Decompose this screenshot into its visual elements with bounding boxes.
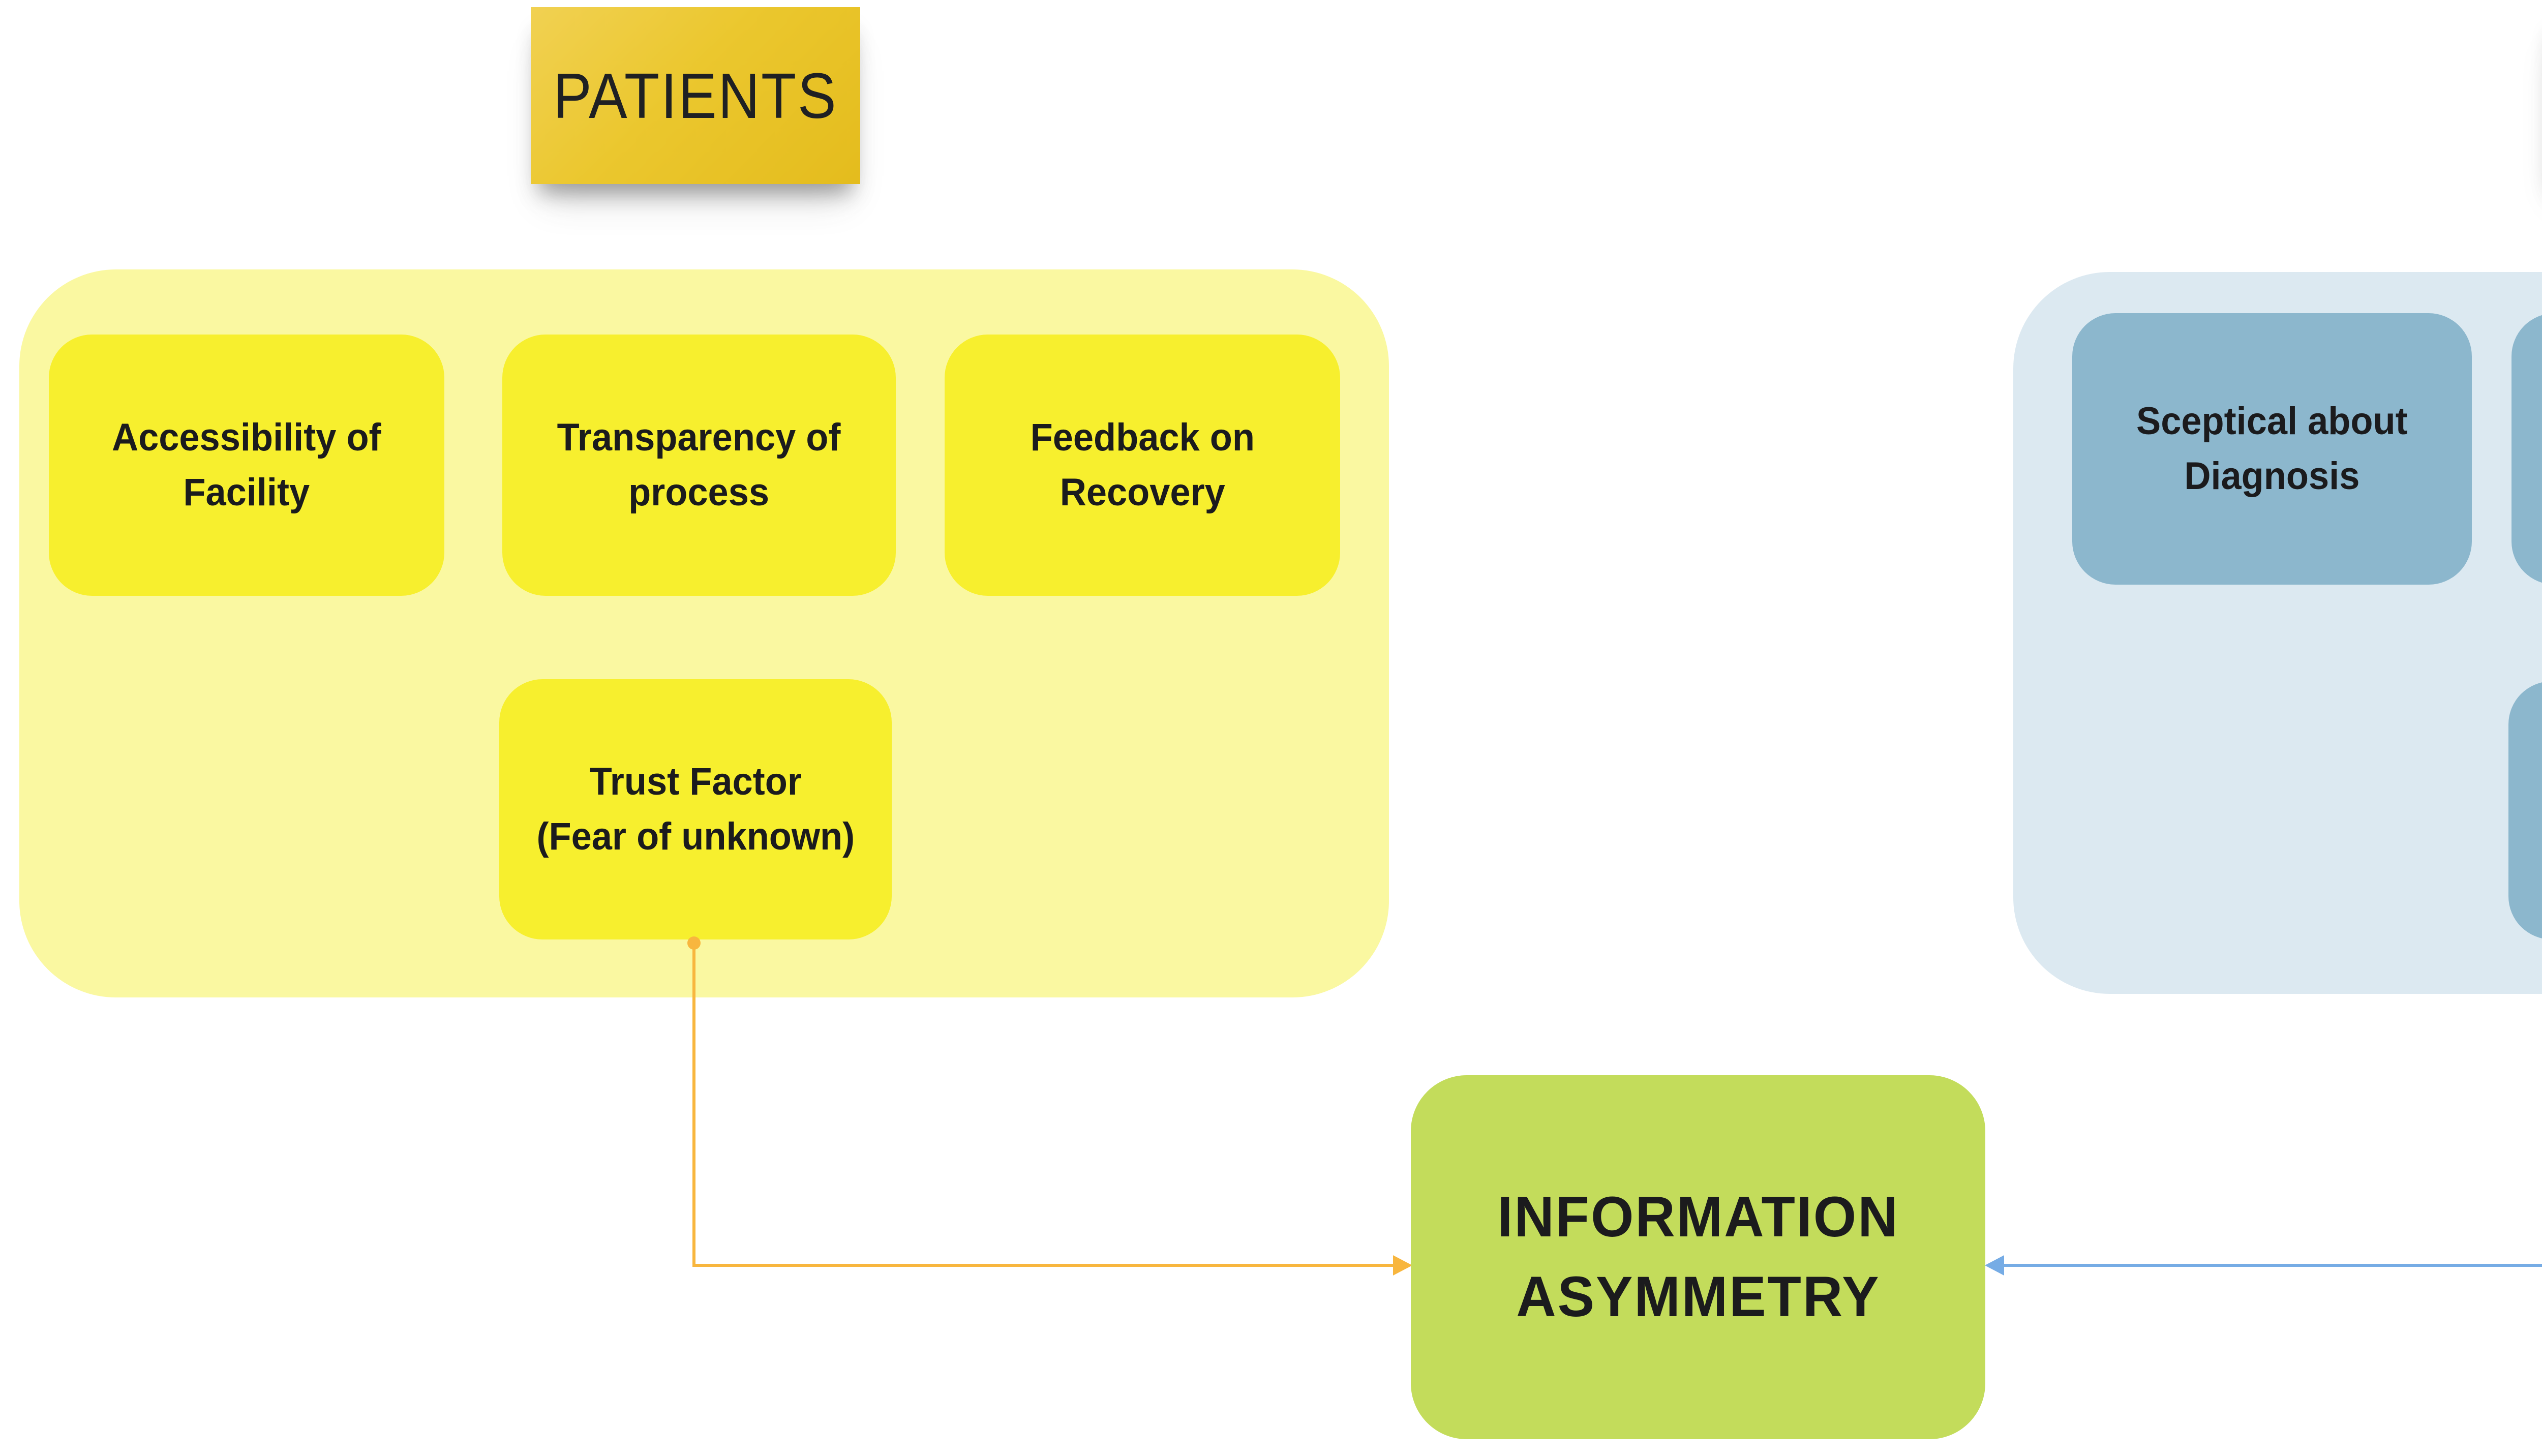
patients-connector-horizontal-line	[692, 1264, 1394, 1267]
patients-note-label: PATIENTS	[553, 59, 838, 132]
card-label: Trust Factor (Fear of unknown)	[536, 760, 855, 858]
card-feedback-on-recovery: Feedback on Recovery	[945, 335, 1340, 596]
information-asymmetry-label: INFORMATION ASYMMETRY	[1497, 1185, 1899, 1328]
patients-connector-arrowhead-icon	[1393, 1255, 1412, 1276]
card-accessibility-of-facility: Accessibility of Facility	[49, 335, 444, 596]
card-label: Transparency of process	[557, 416, 841, 514]
card-label: Accessibility of Facility	[112, 416, 381, 514]
card-label: Sceptical about Diagnosis	[2136, 400, 2408, 498]
information-asymmetry-box: INFORMATION ASYMMETRY	[1411, 1075, 1985, 1439]
patients-connector-vertical-line	[692, 943, 695, 1265]
patients-sticky-note: PATIENTS	[531, 7, 860, 184]
doctors-connector-horizontal-line	[2004, 1264, 2542, 1267]
doctors-connector-arrowhead-icon	[1985, 1255, 2004, 1276]
card-awareness-about-health: Awareness about Health (Sensitize people…	[2508, 681, 2542, 939]
card-label: Feedback on Recovery	[1030, 416, 1255, 514]
card-fear-of-misinterpretation: Fear of Misinterpretation	[2511, 313, 2542, 585]
card-transparency-of-process: Transparency of process	[502, 335, 896, 596]
card-trust-factor: Trust Factor (Fear of unknown)	[499, 679, 892, 939]
card-sceptical-about-diagnosis: Sceptical about Diagnosis	[2072, 313, 2472, 585]
